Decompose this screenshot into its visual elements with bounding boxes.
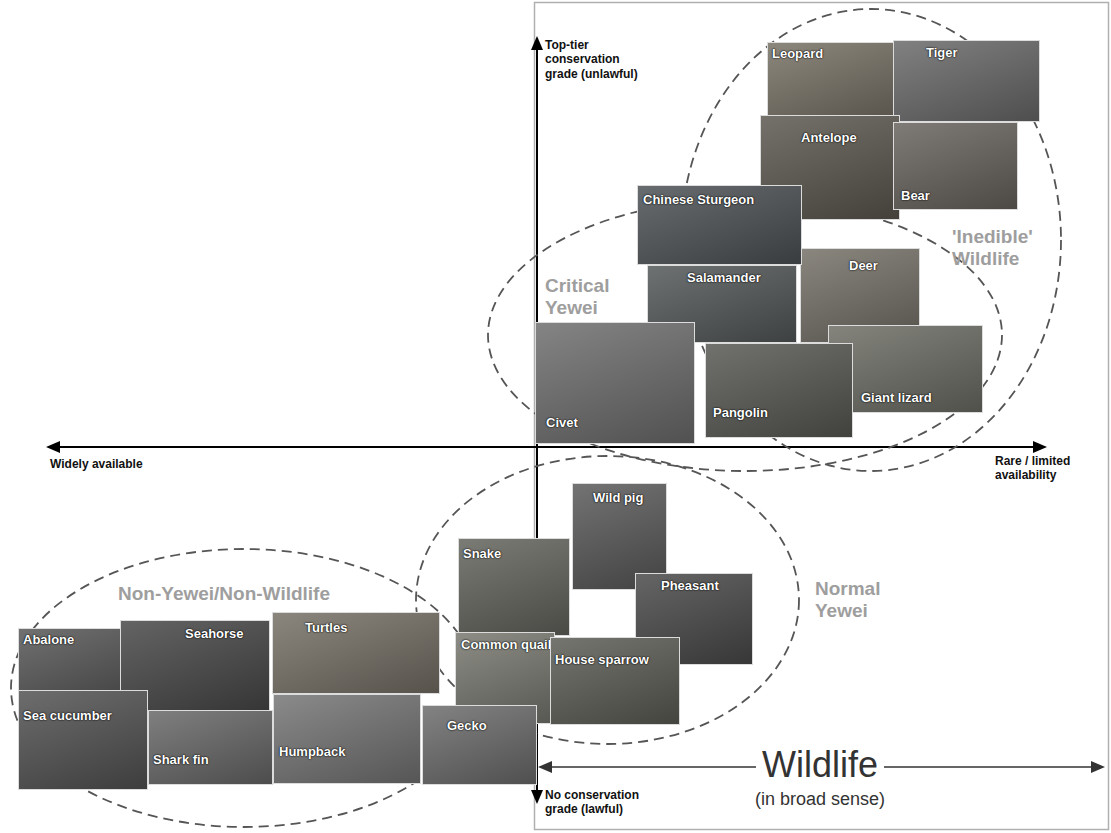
animal-name: Deer <box>849 259 878 273</box>
animal-name: Common quail <box>461 638 551 652</box>
animal-name: Chinese Sturgeon <box>643 193 754 207</box>
animal-name: Sea cucumber <box>23 709 112 723</box>
animal-name: Leopard <box>772 47 823 61</box>
arrow-head <box>1033 441 1047 453</box>
animal-name: Turtles <box>305 621 347 635</box>
arrow-head <box>531 36 543 50</box>
animal-photo: Bear <box>893 122 1018 210</box>
animal-photo: Turtles <box>272 612 440 694</box>
group-label: Normal Yewei <box>815 578 905 622</box>
animal-photo: House sparrow <box>550 637 680 725</box>
animal-name: Seahorse <box>185 627 244 641</box>
animal-photo: Tiger <box>893 40 1040 122</box>
animal-name: House sparrow <box>555 653 649 667</box>
animal-name: Abalone <box>23 633 74 647</box>
ellipse-outline <box>416 456 799 744</box>
animal-name: Shark fin <box>153 753 209 767</box>
axis-label: (in broad sense) <box>755 790 885 810</box>
axis-label: No conservation grade (lawful) <box>545 788 660 817</box>
arrow-head <box>531 790 543 804</box>
animal-photo: Gecko <box>422 705 537 785</box>
animal-name: Bear <box>901 189 930 203</box>
animal-name: Civet <box>546 416 578 430</box>
arrow-head <box>538 761 552 773</box>
group-label: 'Inedible' Wildlife <box>952 226 1052 270</box>
group-label: Non-Yewei/Non-Wildlife <box>118 583 393 605</box>
arrow-head <box>1091 761 1105 773</box>
animal-name: Pangolin <box>713 406 768 420</box>
animal-photo: Chinese Sturgeon <box>637 185 802 265</box>
animal-photo: Sea cucumber <box>18 690 148 790</box>
ellipse-outline <box>11 549 477 827</box>
animal-photo: Civet <box>535 322 695 444</box>
axis-label: Top-tier conservation grade (unlawful) <box>545 38 645 81</box>
group-ellipse: Non-Yewei/Non-WildlifeAbalone Seahorse Tur… <box>10 548 478 828</box>
animal-name: Gecko <box>447 719 487 733</box>
animal-photo: Humpback <box>273 694 421 784</box>
animal-name: Humpback <box>279 745 345 759</box>
axis-label: Widely available <box>50 457 180 471</box>
animal-name: Tiger <box>926 46 958 60</box>
axis-label: Rare / limited availability <box>995 454 1095 483</box>
animal-name: Salamander <box>687 271 761 285</box>
animal-photo: Snake <box>458 538 570 636</box>
arrow-head <box>46 441 60 453</box>
animal-name: Wild pig <box>593 491 643 505</box>
animal-name: Pheasant <box>661 579 719 593</box>
quadrant-frame <box>535 3 1109 830</box>
animal-photo: Pangolin <box>705 343 853 438</box>
animal-name: Snake <box>463 547 501 561</box>
group-ellipse: Normal YeweiSnakeWild pigPheasantCommon … <box>415 455 800 745</box>
axis-label: Wildlife <box>756 745 884 785</box>
animal-photo: Shark fin <box>148 710 273 785</box>
group-label: Critical Yewei <box>545 275 635 319</box>
animal-photo: Leopard <box>767 42 897 120</box>
animal-name: Antelope <box>801 131 857 145</box>
animal-name: Giant lizard <box>861 391 932 405</box>
